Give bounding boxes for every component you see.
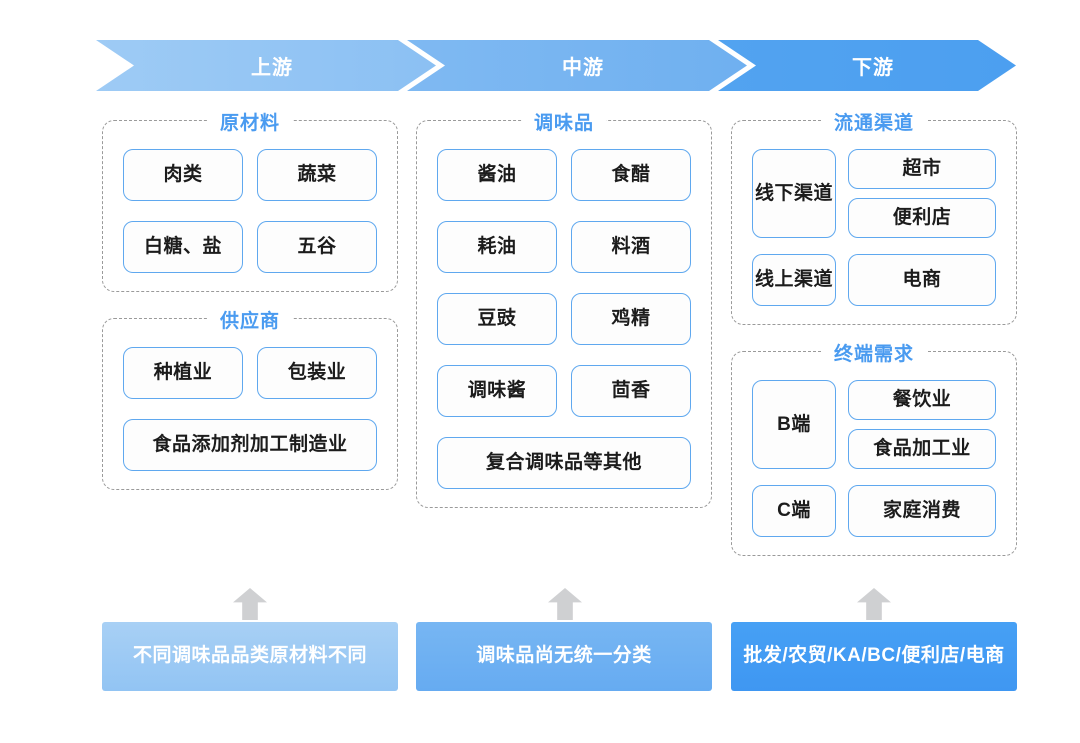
card-catering-industry[interactable]: 餐饮业 — [848, 380, 996, 420]
card-offline-channel[interactable]: 线下渠道 — [752, 149, 836, 238]
stage-upstream-label: 上游 — [251, 57, 293, 79]
card-row: 种植业 包装业 — [123, 347, 377, 399]
card-soy-sauce[interactable]: 酱油 — [437, 149, 557, 201]
group-raw-materials: 原材料 肉类 蔬菜 白糖、盐 五谷 — [102, 108, 398, 292]
card-row: 线上渠道 电商 — [752, 254, 996, 306]
card-vegetables[interactable]: 蔬菜 — [257, 149, 377, 201]
group-condiments-title: 调味品 — [521, 108, 607, 135]
card-chicken-essence[interactable]: 鸡精 — [571, 293, 691, 345]
card-food-additive-manufacturing[interactable]: 食品添加剂加工制造业 — [123, 419, 377, 471]
card-convenience-store[interactable]: 便利店 — [848, 198, 996, 238]
card-packaging-industry[interactable]: 包装业 — [257, 347, 377, 399]
group-distribution-channels-title: 流通渠道 — [821, 108, 927, 135]
banner-upstream-note: 不同调味品品类原材料不同 — [102, 622, 398, 691]
banner-midstream-note: 调味品尚无统一分类 — [416, 622, 712, 691]
arrow-up-icon — [233, 588, 267, 620]
stage-upstream[interactable]: 上游 — [96, 40, 436, 91]
card-ecommerce[interactable]: 电商 — [848, 254, 996, 306]
group-condiments: 调味品 酱油 食醋 耗油 料酒 豆豉 鸡精 调味酱 茴香 复合调味品等其他 — [416, 108, 712, 508]
card-stack: 餐饮业 食品加工业 — [848, 380, 996, 469]
group-suppliers: 供应商 种植业 包装业 食品添加剂加工制造业 — [102, 306, 398, 490]
arrow-up-icon — [857, 588, 891, 620]
card-meat[interactable]: 肉类 — [123, 149, 243, 201]
card-stack: 家庭消费 — [848, 485, 996, 537]
card-supermarket[interactable]: 超市 — [848, 149, 996, 189]
column-upstream: 原材料 肉类 蔬菜 白糖、盐 五谷 供应商 种植业 包装业 食品添加剂加工制造业 — [102, 108, 398, 490]
card-sugar-salt[interactable]: 白糖、盐 — [123, 221, 243, 273]
card-household-consumption[interactable]: 家庭消费 — [848, 485, 996, 537]
card-c-end[interactable]: C端 — [752, 485, 836, 537]
group-suppliers-title: 供应商 — [207, 306, 293, 333]
column-midstream: 调味品 酱油 食醋 耗油 料酒 豆豉 鸡精 调味酱 茴香 复合调味品等其他 — [416, 108, 712, 508]
card-row: B端 餐饮业 食品加工业 — [752, 380, 996, 469]
card-b-end[interactable]: B端 — [752, 380, 836, 469]
group-raw-materials-title: 原材料 — [207, 108, 293, 135]
card-cooking-wine[interactable]: 料酒 — [571, 221, 691, 273]
card-row: 复合调味品等其他 — [437, 437, 691, 489]
card-stack: 超市 便利店 — [848, 149, 996, 238]
card-row: 食品添加剂加工制造业 — [123, 419, 377, 471]
card-online-channel[interactable]: 线上渠道 — [752, 254, 836, 306]
card-row: 调味酱 茴香 — [437, 365, 691, 417]
stage-downstream[interactable]: 下游 — [718, 40, 1016, 91]
card-row: C端 家庭消费 — [752, 485, 996, 537]
card-row: 线下渠道 超市 便利店 — [752, 149, 996, 238]
card-stack: 电商 — [848, 254, 996, 306]
card-planting-industry[interactable]: 种植业 — [123, 347, 243, 399]
card-oyster-sauce[interactable]: 耗油 — [437, 221, 557, 273]
card-food-processing-industry[interactable]: 食品加工业 — [848, 429, 996, 469]
arrow-up-icon — [548, 588, 582, 620]
group-terminal-demand: 终端需求 B端 餐饮业 食品加工业 C端 家庭消费 — [731, 339, 1017, 556]
card-row: 耗油 料酒 — [437, 221, 691, 273]
card-row: 豆豉 鸡精 — [437, 293, 691, 345]
card-row: 白糖、盐 五谷 — [123, 221, 377, 273]
card-row: 酱油 食醋 — [437, 149, 691, 201]
card-row: 肉类 蔬菜 — [123, 149, 377, 201]
stage-downstream-label: 下游 — [852, 57, 894, 79]
group-terminal-demand-title: 终端需求 — [821, 339, 927, 366]
column-downstream: 流通渠道 线下渠道 超市 便利店 线上渠道 电商 终端需求 B端 餐饮业 食品加… — [731, 108, 1017, 556]
card-seasoning-sauce[interactable]: 调味酱 — [437, 365, 557, 417]
card-vinegar[interactable]: 食醋 — [571, 149, 691, 201]
banner-downstream-note: 批发/农贸/KA/BC/便利店/电商 — [731, 622, 1017, 691]
group-distribution-channels: 流通渠道 线下渠道 超市 便利店 线上渠道 电商 — [731, 108, 1017, 325]
card-grains[interactable]: 五谷 — [257, 221, 377, 273]
value-chain-stage-band: 上游 中游 下游 — [96, 40, 1016, 91]
stage-midstream-label: 中游 — [562, 57, 604, 79]
card-fermented-black-bean[interactable]: 豆豉 — [437, 293, 557, 345]
stage-midstream[interactable]: 中游 — [407, 40, 747, 91]
card-compound-condiments-others[interactable]: 复合调味品等其他 — [437, 437, 691, 489]
card-fennel[interactable]: 茴香 — [571, 365, 691, 417]
